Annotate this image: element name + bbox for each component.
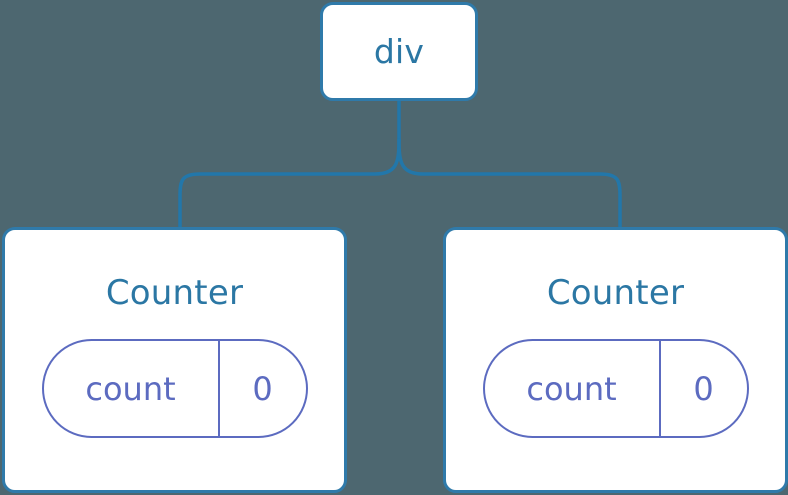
state-value-label: 0 — [252, 369, 273, 408]
state-pill-count-left[interactable]: count 0 — [41, 339, 308, 438]
edge-root-to-counter-right — [397, 138, 622, 229]
node-counter-left-title: Counter — [105, 273, 244, 313]
state-value-label: 0 — [693, 369, 714, 408]
edge-root-to-counter-left — [178, 138, 401, 229]
state-pill-count-right[interactable]: count 0 — [482, 339, 749, 438]
node-counter-right[interactable]: Counter count 0 — [443, 227, 788, 493]
state-key-label: count — [44, 341, 220, 436]
node-counter-left[interactable]: Counter count 0 — [2, 227, 347, 493]
state-key-label: count — [485, 341, 661, 436]
node-div[interactable]: div — [320, 2, 478, 101]
node-div-label: div — [373, 32, 425, 71]
node-counter-right-title: Counter — [546, 273, 685, 313]
